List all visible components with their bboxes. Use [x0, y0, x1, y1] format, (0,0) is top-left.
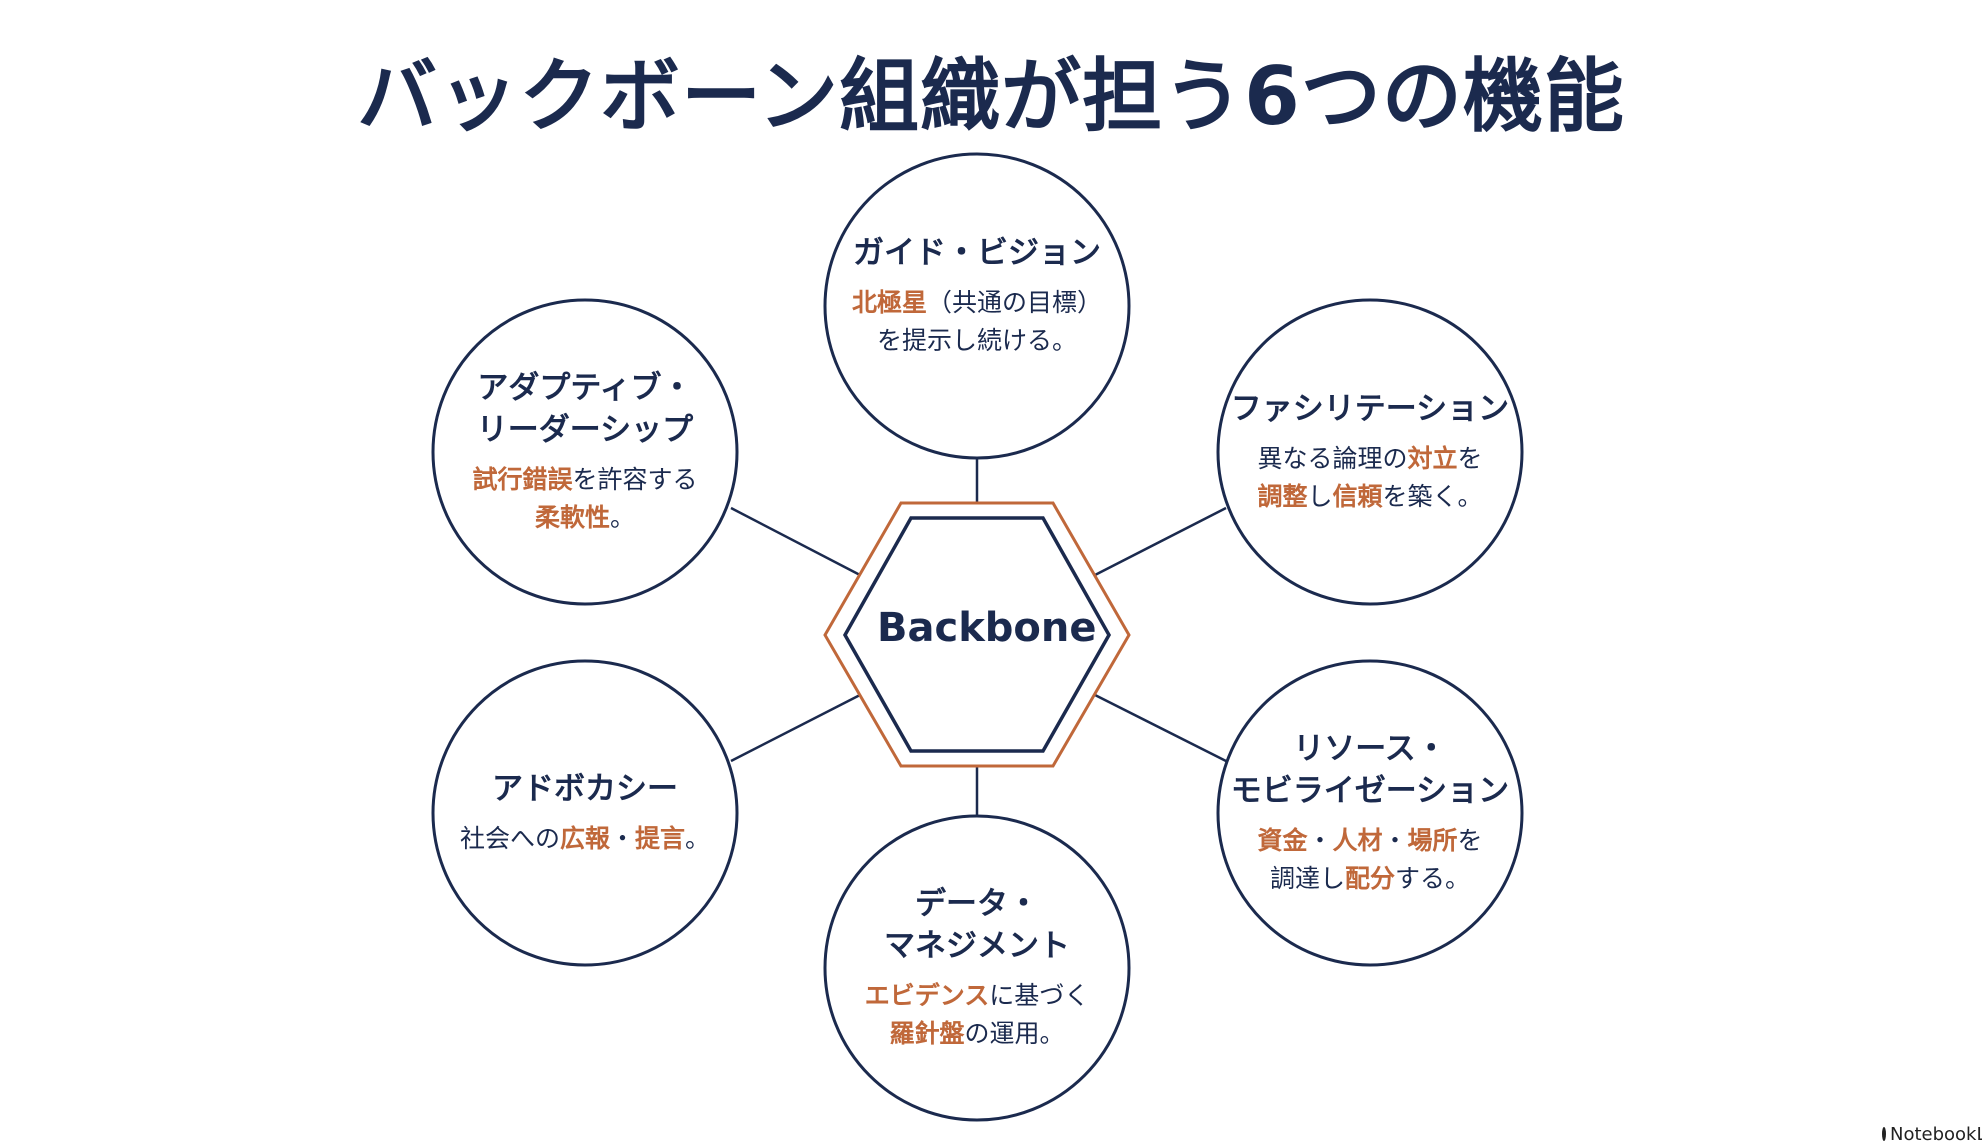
highlight-text: 調整: [1257, 482, 1308, 511]
connector-facilitation: [1094, 506, 1227, 577]
highlight-text: 試行錯誤: [472, 465, 573, 494]
node-guide-vision: ガイド・ビジョン北極星（共通の目標）を提示し続ける。: [832, 151, 1122, 441]
description-text: を: [1457, 444, 1483, 473]
circle-advocacy: [431, 659, 739, 967]
connector-advocacy: [730, 693, 861, 763]
description-line: 試行錯誤を許容する: [472, 461, 697, 499]
node-heading: アダプティブ・: [477, 370, 693, 406]
page-title: バックボーン組織が担う6つの機能: [357, 50, 1625, 143]
description-text: を許容する: [572, 465, 698, 494]
circle-adaptive-leadership: [431, 298, 739, 606]
description-line: 資金・人材・場所を: [1257, 822, 1482, 860]
description-text: 社会への: [459, 824, 560, 853]
connector-adaptive-leadership: [730, 506, 861, 577]
highlight-text: 場所: [1407, 826, 1458, 855]
description-line: 社会への広報・提言。: [460, 820, 710, 858]
node-heading: アドボカシー: [492, 771, 678, 807]
watermark-label: NotebookLM: [1890, 1124, 1982, 1144]
highlight-text: 配分: [1344, 864, 1395, 893]
description-text: ・: [609, 824, 635, 853]
description-line: 調整し信頼を築く。: [1257, 478, 1482, 516]
node-description: 試行錯誤を許容する柔軟性。: [472, 461, 697, 537]
highlight-text: 柔軟性: [534, 503, 610, 532]
description-text: する。: [1395, 864, 1471, 893]
circle-resource-mobilization: [1216, 659, 1524, 967]
circle-data-management: [823, 814, 1131, 1122]
highlight-text: 提言: [635, 824, 686, 853]
highlight-text: 羅針盤: [889, 1019, 965, 1048]
description-line: 異なる論理の対立を: [1257, 440, 1482, 478]
node-description: 社会への広報・提言。: [460, 820, 710, 858]
description-text: を: [1457, 826, 1483, 855]
highlight-text: 広報: [559, 824, 610, 853]
description-text: し: [1307, 482, 1333, 511]
circle-facilitation: [1216, 298, 1524, 606]
node-heading: リーダーシップ: [476, 412, 694, 448]
node-heading: リソース・: [1293, 731, 1447, 767]
node-description: 異なる論理の対立を調整し信頼を築く。: [1257, 440, 1482, 516]
node-facilitation: ファシリテーション異なる論理の対立を調整し信頼を築く。: [1225, 307, 1515, 597]
circle-guide-vision: [823, 152, 1131, 460]
node-data-management: データ・マネジメントエビデンスに基づく羅針盤の運用。: [832, 823, 1122, 1113]
description-line: エビデンスに基づく: [865, 977, 1090, 1015]
description-text: の運用。: [964, 1019, 1065, 1048]
description-text: ・: [1382, 826, 1408, 855]
node-heading: ガイド・ビジョン: [853, 235, 1101, 271]
highlight-text: 資金: [1257, 826, 1308, 855]
description-text: に基づく: [989, 981, 1090, 1010]
node-adaptive-leadership: アダプティブ・リーダーシップ試行錯誤を許容する柔軟性。: [440, 307, 730, 597]
description-line: 北極星（共通の目標）: [852, 284, 1102, 322]
description-text: を提示し続ける。: [876, 326, 1077, 355]
connector-resource-mobilization: [1094, 693, 1227, 763]
description-line: 柔軟性。: [472, 499, 697, 537]
center-label: Backbone: [877, 605, 1097, 651]
highlight-text: 北極星: [851, 288, 927, 317]
highlight-text: エビデンス: [864, 981, 990, 1010]
node-heading: モビライゼーション: [1230, 773, 1510, 809]
hexagon-inner: [842, 516, 1112, 753]
highlight-text: 信頼: [1332, 482, 1383, 511]
description-text: 調達し: [1269, 864, 1345, 893]
node-advocacy: アドボカシー社会への広報・提言。: [440, 668, 730, 958]
description-text: ・: [1307, 826, 1333, 855]
node-heading: データ・: [915, 886, 1039, 922]
highlight-text: 対立: [1407, 444, 1458, 473]
watermark: NotebookLM: [1882, 1124, 1982, 1144]
node-description: エビデンスに基づく羅針盤の運用。: [865, 977, 1090, 1053]
node-description: 北極星（共通の目標） を提示し続ける。: [852, 284, 1102, 360]
notebooklm-logo-icon: [1882, 1127, 1886, 1141]
description-line: を提示し続ける。: [852, 322, 1102, 360]
node-heading: マネジメント: [884, 928, 1070, 964]
description-text: 。: [685, 824, 711, 853]
description-text: 異なる論理の: [1257, 444, 1408, 473]
node-description: 資金・人材・場所を調達し配分する。: [1257, 822, 1482, 898]
description-text: 。: [610, 503, 636, 532]
description-line: 羅針盤の運用。: [865, 1015, 1090, 1053]
description-text: （共通の目標）: [927, 288, 1103, 317]
node-resource-mobilization: リソース・モビライゼーション資金・人材・場所を調達し配分する。: [1225, 668, 1515, 958]
description-line: 調達し配分する。: [1257, 860, 1482, 898]
highlight-text: 人材: [1332, 826, 1383, 855]
description-text: を築く。: [1382, 482, 1483, 511]
node-heading: ファシリテーション: [1230, 391, 1510, 427]
